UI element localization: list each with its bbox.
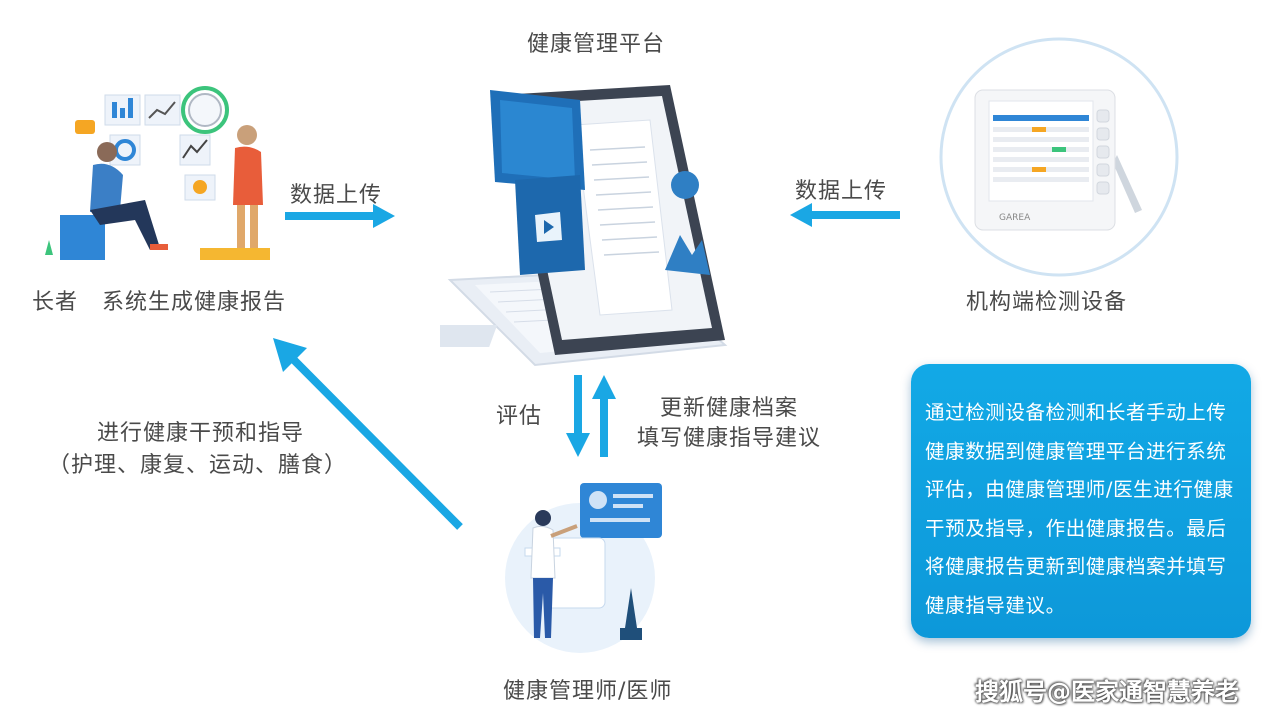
device-illustration: GAREA [939,37,1179,277]
upload-left-arrow [285,204,395,228]
laptop-illustration [440,85,728,367]
platform-title: 健康管理平台 [527,32,666,57]
info-text: 通过检测设备检测和长者手动上传健康数据到健康管理平台进行系统评估，由健康管理师/… [925,401,1234,617]
evaluate-down-arrow [566,375,590,457]
elder-label: 长者 系统生成健康报告 [32,290,286,315]
intervene-label-line2: （护理、康复、运动、膳食） [48,453,348,478]
intervene-label-line1: 进行健康干预和指导 [97,421,305,446]
manager-label: 健康管理师/医师 [503,679,673,704]
info-box: 通过检测设备检测和长者手动上传健康数据到健康管理平台进行系统评估，由健康管理师/… [911,364,1251,638]
device-brand: GAREA [999,213,1031,223]
update-label-line1: 更新健康档案 [660,396,799,421]
update-up-arrow [592,375,616,457]
upload-right-arrow [790,203,900,227]
manager-illustration [505,483,662,653]
update-label-line2: 填写健康指导建议 [637,426,822,451]
intervene-arrow [273,338,463,530]
upload-right-label: 数据上传 [795,179,888,204]
upload-left-label: 数据上传 [290,183,383,208]
elder-illustration [35,80,285,270]
evaluate-label: 评估 [496,404,543,429]
device-label: 机构端检测设备 [966,290,1128,315]
watermark: 搜狐号@医家通智慧养老 [975,678,1239,706]
